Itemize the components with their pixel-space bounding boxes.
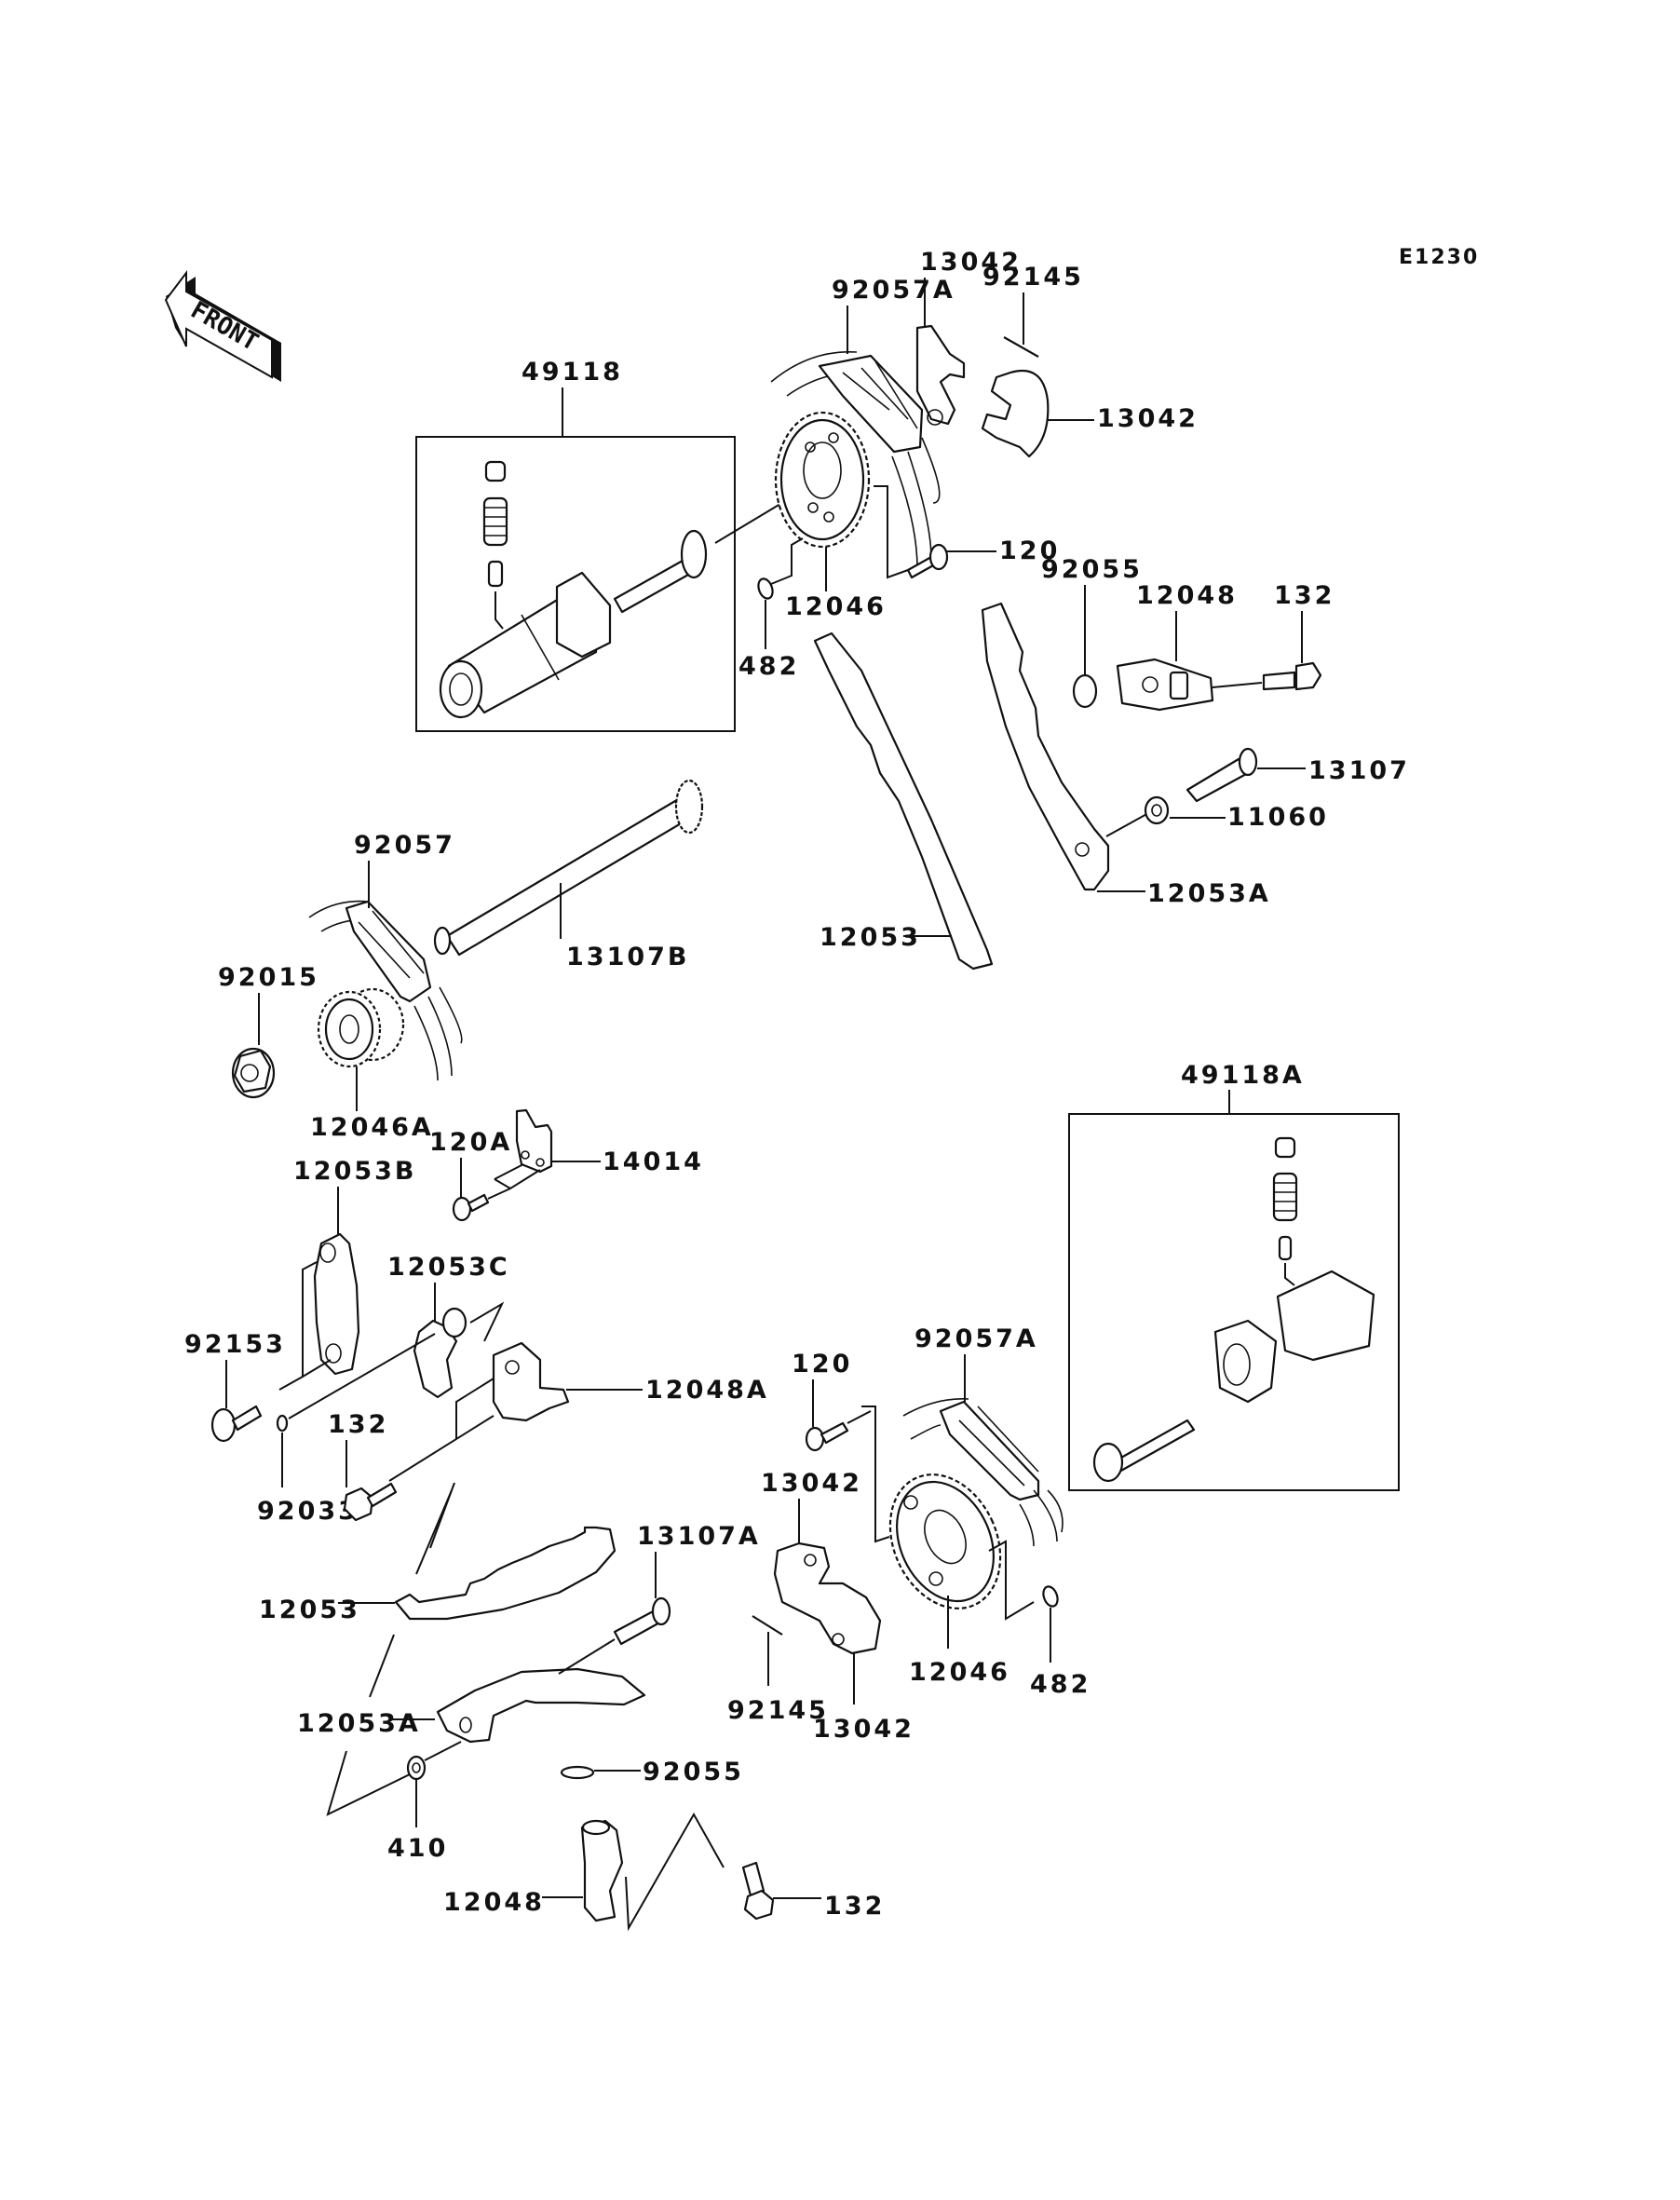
circlip-482-lower-part [1042,1585,1059,1608]
bolt-132-upper-part [1262,661,1322,691]
decompression-shaft-lower-part [1092,1419,1196,1483]
label-13107B: 13107B [566,943,690,971]
front-arrow-icon: FRONT [164,270,281,382]
cam-weight-lower-part [773,1541,882,1655]
label-12048A: 12048A [645,1376,769,1405]
arm-12053C-part [413,1307,467,1399]
label-12053-low: 12053 [259,1596,360,1624]
guide-14014-part [515,1108,553,1174]
label-410: 410 [387,1834,448,1863]
camshaft-part [439,571,612,719]
chain-guide-12053-upper-part [813,631,994,971]
cam-cap-part [484,460,507,482]
nut-92015-part [231,1047,276,1099]
label-13107: 13107 [1308,756,1410,785]
label-120-top: 120 [999,536,1060,565]
label-120A: 120A [429,1128,512,1157]
label-13042-low-a: 13042 [761,1469,862,1498]
cam-weight-upper-a-part [915,324,966,426]
spring-92145-upper-part [1003,336,1039,358]
bolt-120A-part [452,1193,490,1222]
spring-part [482,496,508,547]
spring-92145-lower-part [752,1615,783,1636]
pin-13107-part [1185,747,1258,803]
label-92057A-low: 92057A [915,1324,1038,1353]
circlip-92033-part [276,1414,289,1433]
label-12053B: 12053B [293,1157,417,1186]
label-92057: 92057 [354,831,455,860]
bolt-132-low-part [741,1861,775,1921]
idler-shaft-13107B-part [433,779,704,957]
tensioner-12048-upper-part [1116,658,1214,712]
circlip-482-upper-part [757,577,774,600]
o-ring-92055-lower-part [560,1765,595,1780]
label-482-top: 482 [738,652,799,681]
label-92153: 92153 [184,1330,286,1359]
guide-12053B-part [313,1232,360,1376]
decompression-shaft-part [613,497,791,614]
bolt-132-mid-part [343,1482,398,1522]
label-132-mid: 132 [328,1410,388,1439]
cam-weight-upper-b-part [981,369,1050,458]
label-132-low: 132 [824,1892,885,1921]
label-92033: 92033 [257,1497,359,1526]
sprocket-upper-part [774,411,871,549]
tensioner-12048-lower-part [580,1819,624,1922]
bolt-92153-part [210,1405,263,1443]
washer-410-part [406,1755,427,1781]
bolt-120-lower-part [805,1421,849,1452]
cam-chain-92057-part [308,900,463,1081]
sprocket-12046A-part [317,987,405,1068]
label-13042-low-b: 13042 [813,1715,915,1744]
label-14014: 14014 [603,1148,704,1176]
label-132-top: 132 [1274,581,1335,610]
label-12053-mid: 12053 [820,923,921,952]
label-12046A: 12046A [310,1113,434,1142]
label-12053A-low: 12053A [297,1709,421,1738]
chain-guide-12053-lower-part [394,1526,616,1621]
tensioner-12048A-part [492,1341,570,1422]
label-12046-low: 12046 [909,1658,1010,1687]
chain-guide-12053A-lower-part [436,1667,646,1744]
o-ring-92055-upper-part [1072,673,1098,709]
cam-cap-lower-part [1274,1136,1296,1159]
label-49118: 49118 [522,358,623,387]
camshaft-lower-part [1213,1270,1375,1404]
spring-lower-part [1272,1172,1298,1222]
sprocket-lower-part [888,1473,1002,1609]
label-12053A-top: 12053A [1147,879,1271,908]
label-92055-top: 92055 [1041,555,1143,584]
assembly-box-49118A [1068,1113,1400,1491]
cam-chain-lower-part [902,1398,1064,1547]
label-13042-top-a: 13042 [920,248,1022,277]
label-92015: 92015 [218,963,319,992]
chain-guide-12053A-upper-part [981,602,1110,891]
label-13042-top-b: 13042 [1097,404,1199,433]
washer-11060-part [1144,795,1170,825]
pin-part [487,560,504,630]
bolt-120-upper-part [906,543,949,579]
reference-code: E1230 [1399,246,1479,269]
pin-lower-part [1278,1235,1295,1286]
label-12046-top: 12046 [785,592,887,621]
label-12048-low: 12048 [443,1888,545,1917]
label-120-low: 120 [792,1350,852,1378]
label-12048-top: 12048 [1136,581,1238,610]
label-12053C: 12053C [387,1253,510,1282]
label-92145-top: 92145 [982,263,1084,292]
label-49118A: 49118A [1181,1061,1305,1090]
pin-13107A-part [613,1596,671,1646]
label-482-low: 482 [1030,1670,1091,1699]
label-13107A: 13107A [637,1522,761,1551]
label-92055-low: 92055 [643,1758,744,1786]
label-11060: 11060 [1227,803,1329,832]
label-92145-low: 92145 [727,1696,829,1725]
label-92057A-top: 92057A [832,276,955,305]
